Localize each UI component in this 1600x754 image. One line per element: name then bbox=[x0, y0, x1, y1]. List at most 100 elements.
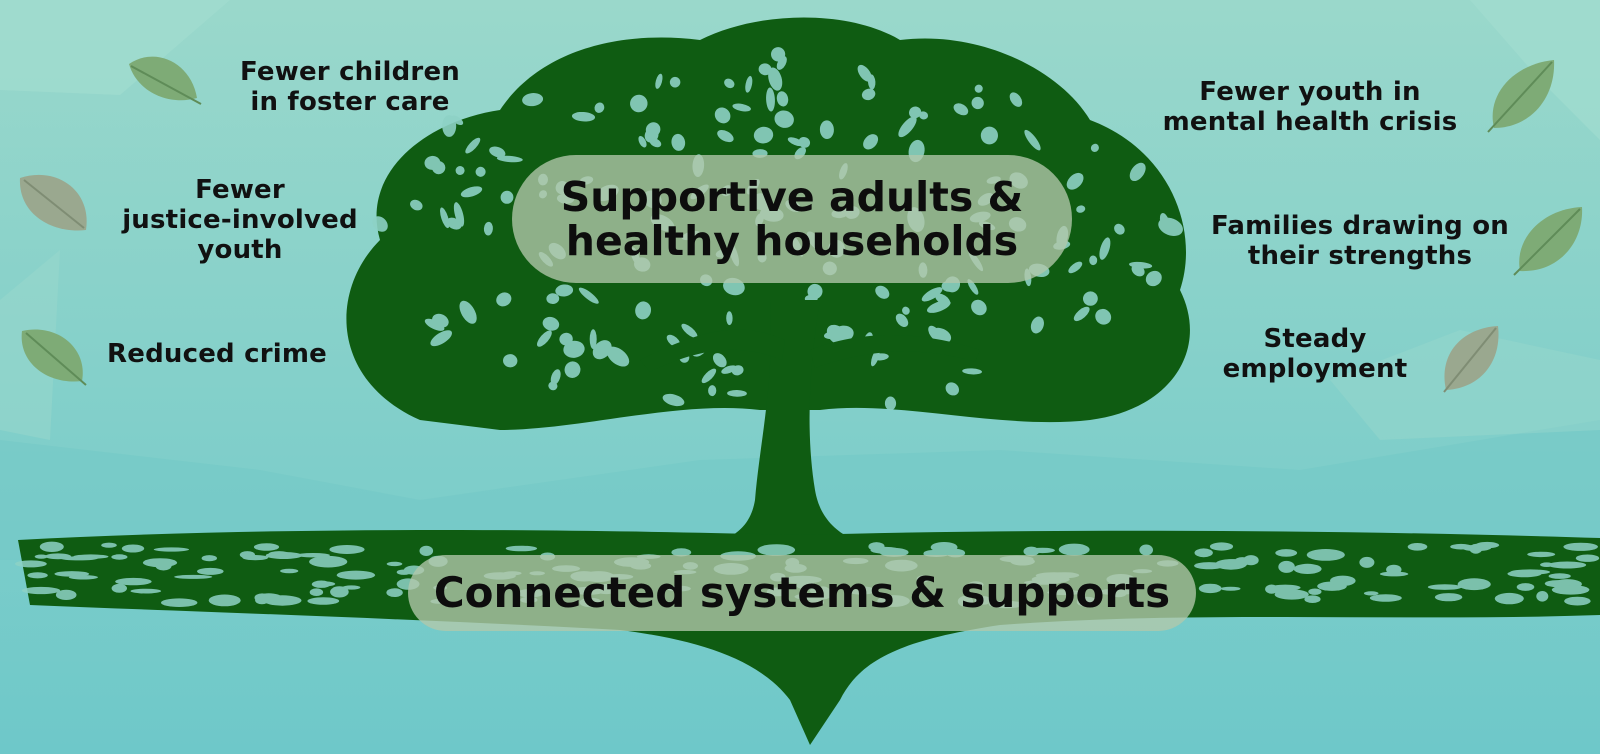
canopy-gap bbox=[446, 217, 462, 230]
canopy-gap bbox=[453, 202, 465, 227]
canopy-gap bbox=[1099, 237, 1111, 260]
root-gap bbox=[39, 541, 64, 552]
root-gap bbox=[21, 586, 61, 595]
root-gap bbox=[1330, 575, 1356, 586]
root-gap bbox=[121, 544, 145, 553]
tree-branch bbox=[640, 329, 785, 372]
canopy-gap bbox=[712, 353, 727, 368]
root-gap bbox=[307, 597, 340, 605]
root-gap bbox=[386, 561, 403, 567]
root-gap bbox=[15, 560, 47, 568]
root-gap bbox=[68, 575, 98, 580]
canopy-gap bbox=[1145, 270, 1162, 287]
root-gap bbox=[1548, 573, 1571, 579]
canopy-gap bbox=[898, 116, 917, 138]
canopy-gap bbox=[1129, 261, 1153, 269]
canopy-gap bbox=[475, 166, 486, 177]
root-gap bbox=[879, 547, 909, 557]
outcome-justice-involved: Fewer justice-involved youth bbox=[122, 175, 358, 265]
root-gap bbox=[265, 552, 303, 559]
root-gap bbox=[930, 542, 958, 553]
root-gap bbox=[1293, 563, 1322, 575]
root-gap bbox=[1369, 594, 1402, 602]
root-gap bbox=[1267, 585, 1293, 594]
canopy-gap bbox=[857, 64, 872, 82]
trunk-label-pill: Supportive adults & healthy households bbox=[512, 155, 1072, 283]
root-gap bbox=[111, 554, 128, 560]
canopy-gap bbox=[522, 93, 544, 107]
canopy-gap bbox=[1159, 213, 1170, 229]
root-gap bbox=[153, 547, 190, 552]
root-gap bbox=[34, 554, 48, 559]
canopy-gap bbox=[833, 325, 854, 342]
root-gap bbox=[1308, 588, 1322, 595]
canopy-gap bbox=[410, 199, 423, 211]
root-gap bbox=[208, 594, 241, 607]
canopy-gap bbox=[460, 186, 483, 198]
canopy-gap bbox=[721, 365, 737, 374]
roots-label: Connected systems & supports bbox=[433, 568, 1171, 617]
canopy-gap bbox=[974, 84, 983, 93]
root-gap bbox=[296, 553, 330, 558]
canopy-gap bbox=[1030, 316, 1044, 334]
outcome-foster-care: Fewer children in foster care bbox=[240, 57, 460, 117]
canopy-gap bbox=[1114, 223, 1125, 235]
canopy-gap bbox=[589, 329, 597, 349]
canopy-gap bbox=[430, 330, 453, 347]
root-gap bbox=[280, 568, 299, 574]
canopy-gap bbox=[724, 78, 735, 89]
canopy-gap bbox=[555, 284, 574, 297]
canopy-gap bbox=[455, 166, 465, 175]
root-gap bbox=[1220, 586, 1241, 591]
canopy-gap bbox=[768, 67, 783, 91]
root-gap bbox=[1215, 559, 1247, 570]
root-gap bbox=[242, 555, 269, 561]
root-gap bbox=[1563, 542, 1598, 551]
background-shard bbox=[0, 0, 230, 95]
tree-branch bbox=[810, 335, 980, 368]
tree-trunk bbox=[700, 300, 880, 548]
root-gap bbox=[1363, 591, 1379, 596]
canopy-gap bbox=[550, 369, 561, 385]
root-gap bbox=[55, 589, 77, 601]
canopy-gap bbox=[745, 75, 753, 93]
canopy-gap bbox=[542, 316, 560, 331]
root-gap bbox=[309, 588, 324, 596]
canopy-gap bbox=[1009, 92, 1023, 107]
canopy-gap bbox=[1024, 129, 1041, 151]
canopy-gap bbox=[921, 287, 943, 302]
root-gap bbox=[1379, 571, 1409, 577]
canopy-gap bbox=[1073, 306, 1090, 322]
root-gap bbox=[1536, 591, 1549, 602]
canopy-gap bbox=[758, 63, 772, 76]
root-gap bbox=[1548, 561, 1587, 569]
root-gap bbox=[1139, 544, 1153, 556]
root-gap bbox=[1058, 543, 1090, 556]
root-gap bbox=[342, 585, 361, 590]
green-leaf-icon bbox=[1487, 60, 1555, 133]
canopy-gap bbox=[496, 292, 512, 307]
root-gap bbox=[505, 545, 538, 552]
root-gap bbox=[1209, 542, 1234, 551]
canopy-gap bbox=[655, 73, 663, 89]
canopy-gap bbox=[594, 102, 605, 113]
canopy-gap bbox=[701, 368, 717, 384]
root-gap bbox=[142, 558, 178, 568]
canopy-gap bbox=[945, 382, 960, 396]
canopy-gap bbox=[935, 293, 951, 306]
root-gap bbox=[101, 542, 117, 548]
root-gap bbox=[115, 577, 152, 586]
canopy-gap bbox=[606, 346, 630, 367]
canopy-gap bbox=[971, 96, 984, 110]
canopy-gap bbox=[503, 354, 518, 368]
root-gap bbox=[1278, 560, 1295, 573]
canopy-gap bbox=[1066, 172, 1084, 190]
canopy-gap bbox=[732, 103, 751, 112]
canopy-gap bbox=[861, 88, 876, 101]
root-gap bbox=[336, 570, 376, 580]
trunk-label: Supportive adults & healthy households bbox=[560, 173, 1024, 265]
root-gap bbox=[1427, 584, 1462, 590]
canopy-gap bbox=[727, 389, 747, 397]
canopy-gap bbox=[776, 91, 789, 107]
root-gap bbox=[330, 586, 349, 598]
